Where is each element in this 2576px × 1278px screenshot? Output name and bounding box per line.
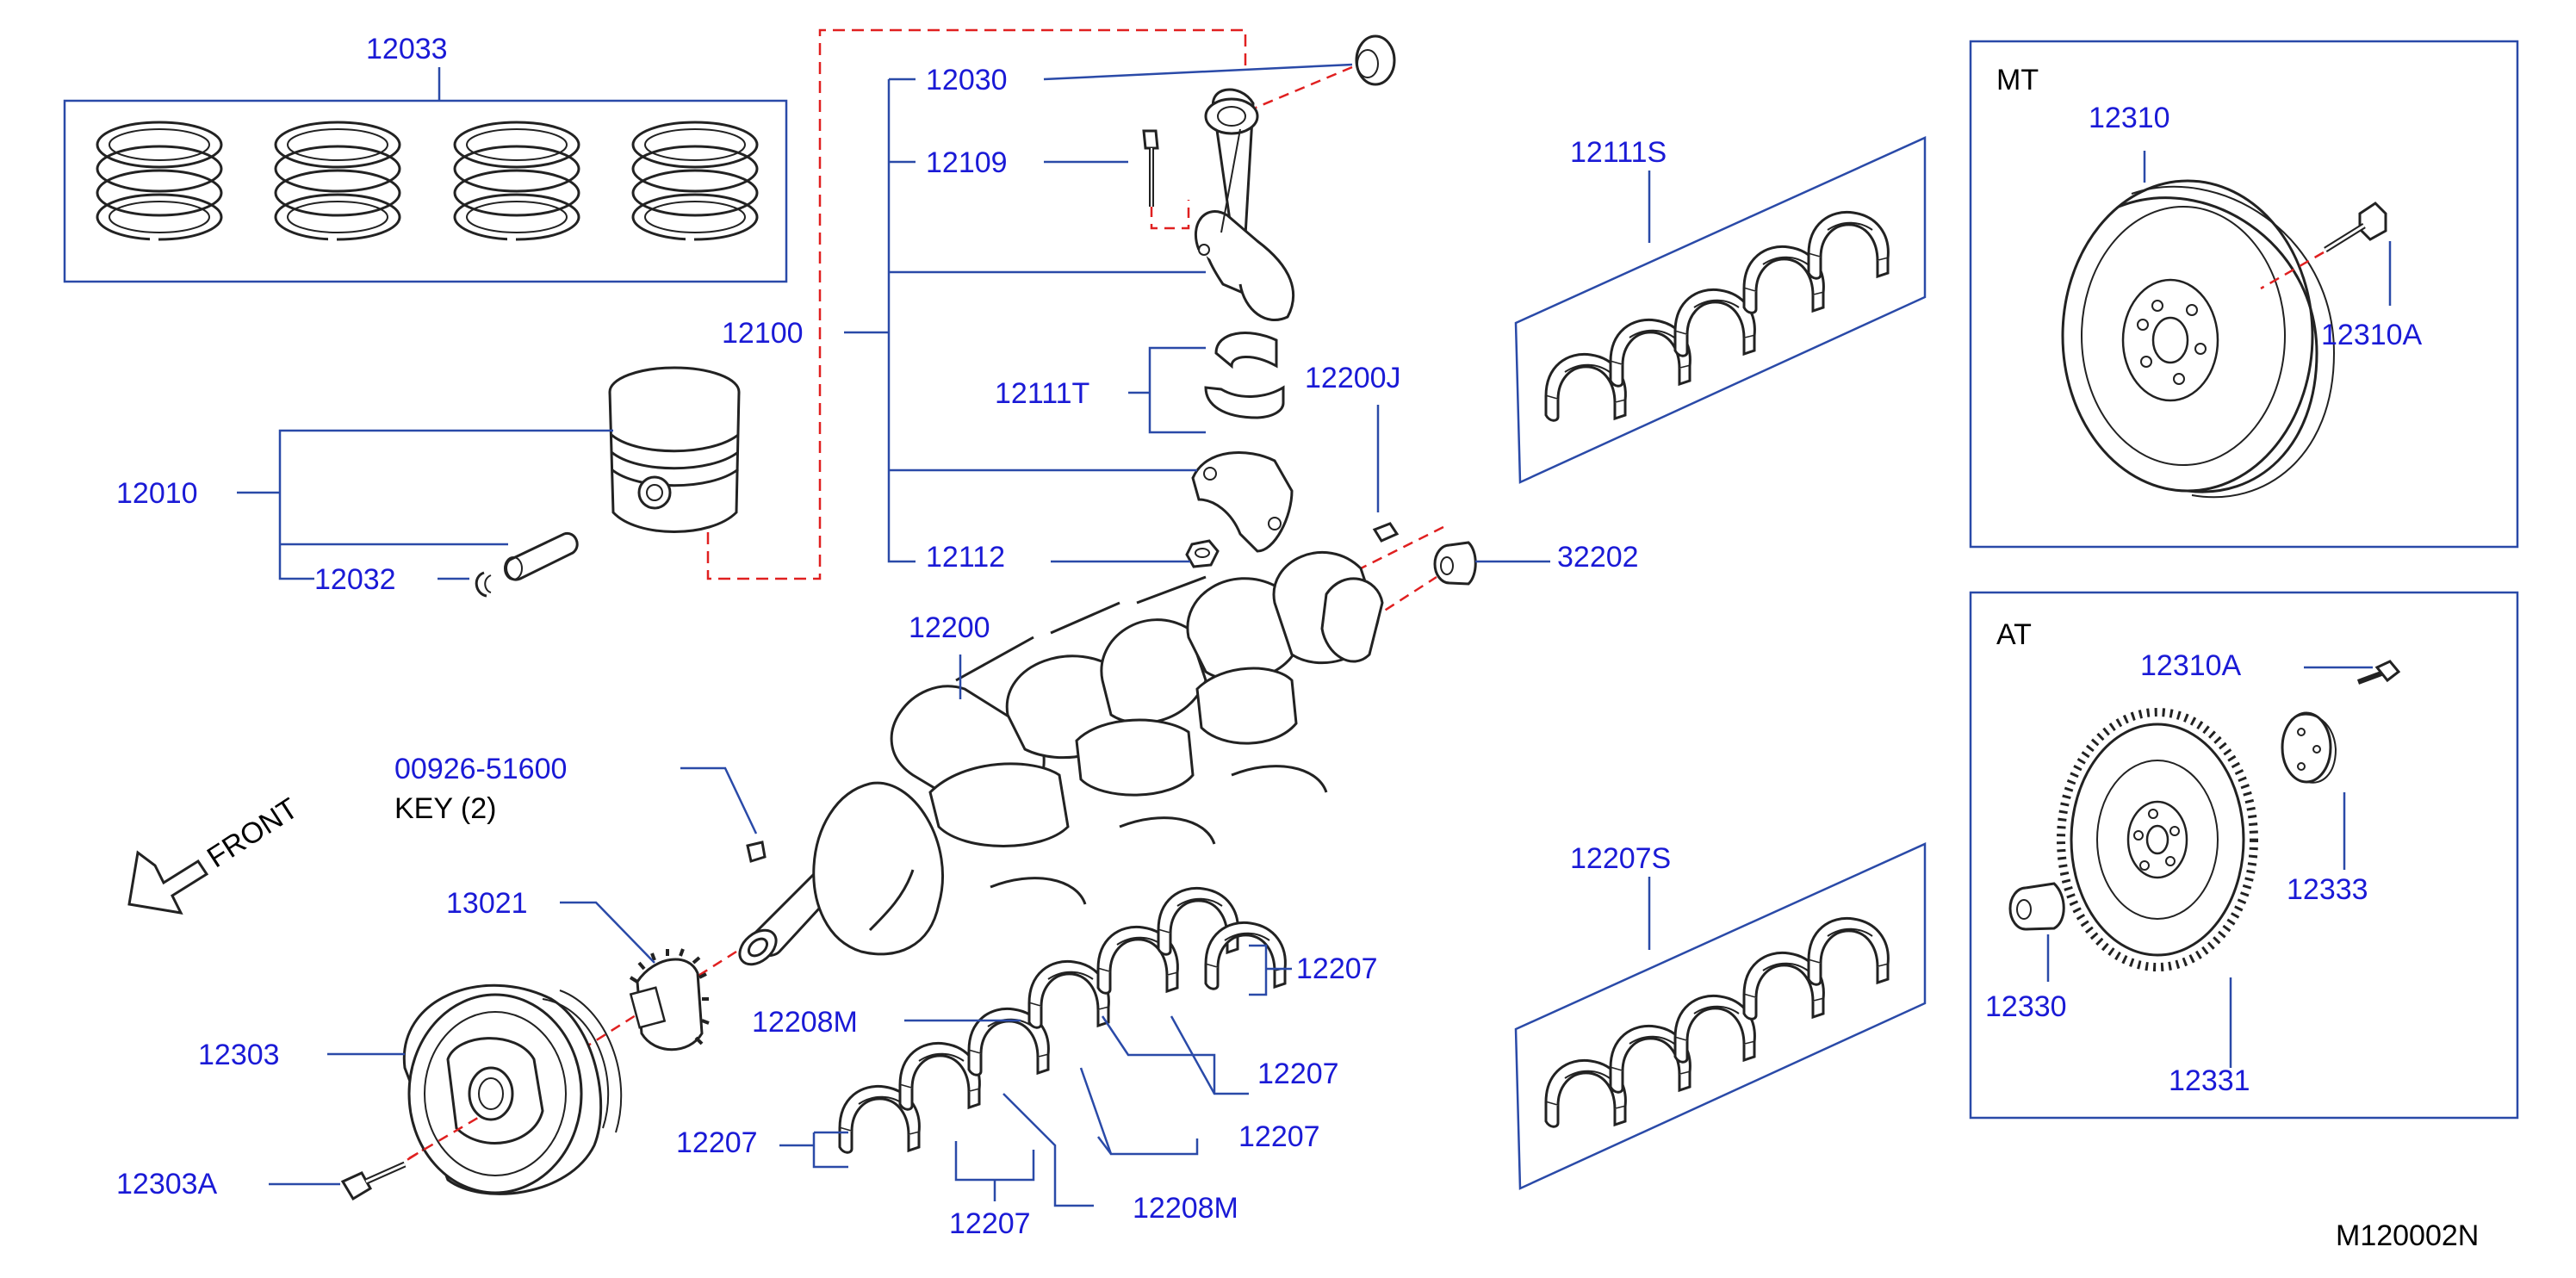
label-12200J[interactable]: 12200J <box>1305 362 1401 394</box>
crank-pulley <box>327 983 623 1195</box>
guide-pulley <box>408 1114 483 1160</box>
leader-lines-main-bearings <box>779 944 1292 1207</box>
label-12303[interactable]: 12303 <box>198 1039 280 1071</box>
front-arrow-icon <box>127 850 209 915</box>
label-12207-a[interactable]: 12207 <box>1296 952 1378 985</box>
key-note: KEY (2) <box>394 792 497 825</box>
guide-mt <box>2260 251 2325 290</box>
diagram-code: M120002N <box>2336 1219 2480 1252</box>
pilot-bush-and-pin <box>1372 522 1550 586</box>
label-12208M-upper[interactable]: 12208M <box>752 1006 858 1039</box>
piston-assembly <box>475 366 741 598</box>
label-12111T[interactable]: 12111T <box>995 377 1090 410</box>
label-00926-51600[interactable]: 00926-51600 <box>394 753 568 785</box>
crank-sprocket <box>560 901 710 1052</box>
guide-piston-rod <box>706 28 1247 580</box>
label-13021[interactable]: 13021 <box>446 887 528 920</box>
at-title: AT <box>1996 618 2032 651</box>
label-12207-c[interactable]: 12207 <box>1238 1120 1320 1153</box>
label-12109[interactable]: 12109 <box>926 146 1008 179</box>
pulley-bolt <box>269 1161 407 1201</box>
label-12033[interactable]: 12033 <box>366 33 448 65</box>
conrod-bearing-set <box>1514 136 1927 484</box>
leader-lines-conrod <box>844 63 1380 563</box>
label-12207-d[interactable]: 12207 <box>676 1126 758 1159</box>
woodruff-key <box>680 766 767 863</box>
label-12330[interactable]: 12330 <box>1985 990 2067 1023</box>
label-12112[interactable]: 12112 <box>926 541 1006 574</box>
label-12208M-lower[interactable]: 12208M <box>1133 1192 1238 1225</box>
label-12030[interactable]: 12030 <box>926 64 1008 96</box>
label-12010[interactable]: 12010 <box>116 477 198 510</box>
label-12303A[interactable]: 12303A <box>116 1168 218 1200</box>
label-12310A-at[interactable]: 12310A <box>2140 649 2242 682</box>
at-driveplate-box <box>1969 591 2519 1120</box>
guide-conrod <box>1150 65 1448 587</box>
label-12032[interactable]: 12032 <box>314 563 396 596</box>
label-12200[interactable]: 12200 <box>909 611 990 644</box>
piston-ring-set <box>63 67 788 283</box>
label-12331[interactable]: 12331 <box>2169 1064 2250 1097</box>
leader-lines-piston <box>237 429 613 580</box>
label-12310[interactable]: 12310 <box>2089 102 2170 134</box>
mt-flywheel-box <box>1969 40 2519 549</box>
main-bearing-set <box>1514 842 1927 1190</box>
label-12310A-mt[interactable]: 12310A <box>2321 319 2423 351</box>
connecting-rod <box>1142 34 1396 568</box>
label-12207-e[interactable]: 12207 <box>949 1207 1031 1240</box>
label-12333[interactable]: 12333 <box>2287 873 2368 906</box>
crankshaft <box>738 551 1384 966</box>
label-12207-b[interactable]: 12207 <box>1257 1058 1339 1090</box>
label-12111S[interactable]: 12111S <box>1570 136 1667 169</box>
label-12207S[interactable]: 12207S <box>1570 842 1672 875</box>
label-32202[interactable]: 32202 <box>1557 541 1639 574</box>
mt-title: MT <box>1996 64 2039 96</box>
label-12100[interactable]: 12100 <box>722 317 804 350</box>
